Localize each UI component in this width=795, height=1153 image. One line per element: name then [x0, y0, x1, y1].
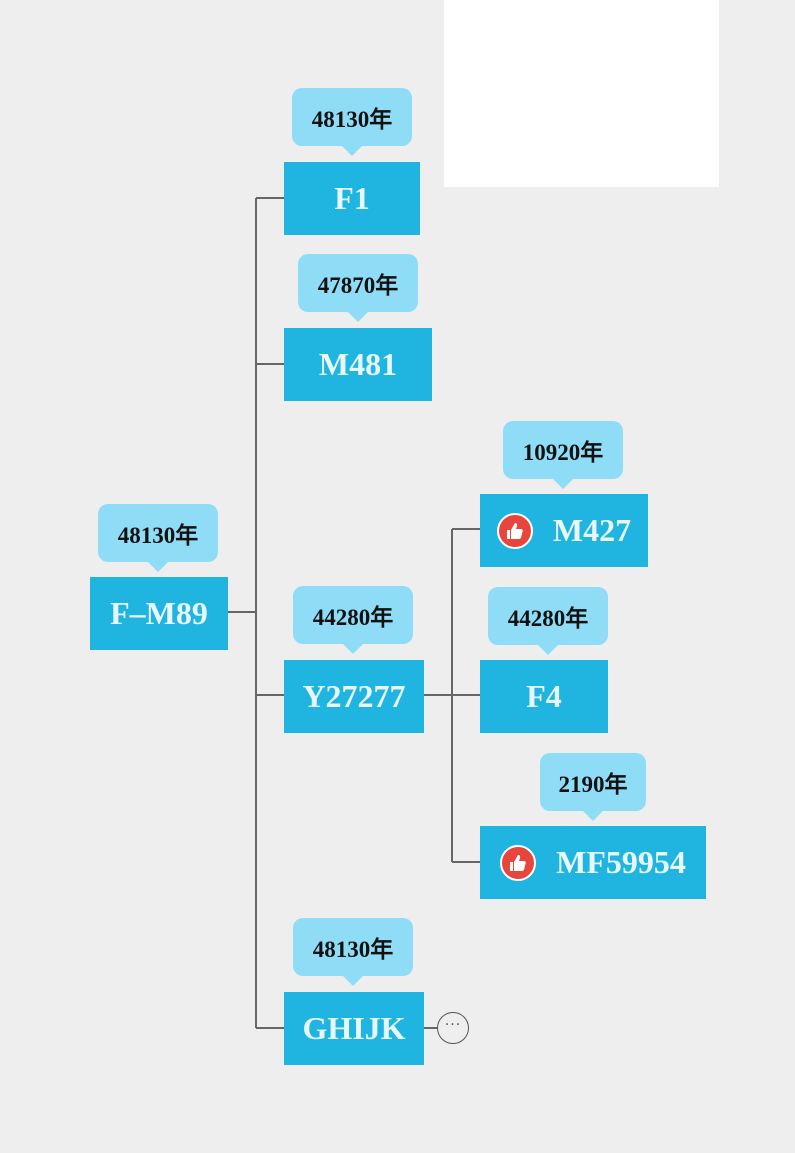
- m481-years: 47870年: [317, 273, 399, 298]
- ghijk-years: 48130年: [312, 937, 394, 962]
- more-icon[interactable]: ···: [437, 1012, 469, 1044]
- node-label: M481: [318, 346, 398, 382]
- node-mf59954[interactable]: MF59954: [480, 826, 706, 899]
- node-f1[interactable]: F1: [284, 162, 420, 235]
- thumbs-up-icon: [500, 844, 537, 881]
- f4-years-bubble: 44280年: [488, 587, 608, 655]
- node-label: MF59954: [556, 844, 686, 880]
- white-panel: [444, 0, 719, 187]
- node-m481[interactable]: M481: [284, 328, 432, 401]
- node-root[interactable]: F–M89: [90, 577, 228, 650]
- ghijk-years-bubble: 48130年: [293, 918, 413, 986]
- node-label: M427: [552, 512, 632, 548]
- node-m427[interactable]: M427: [480, 494, 648, 567]
- y27277-years-bubble: 44280年: [293, 586, 413, 654]
- mf59954-years: 2190年: [558, 772, 628, 797]
- node-label: Y27277: [302, 678, 406, 714]
- node-label: GHIJK: [302, 1010, 406, 1046]
- root-years-bubble: 48130年: [98, 504, 218, 572]
- node-label: F1: [334, 180, 370, 216]
- node-f4[interactable]: F4: [480, 660, 608, 733]
- node-label: F4: [526, 678, 562, 714]
- m427-years-bubble: 10920年: [503, 421, 623, 489]
- f1-years-bubble: 48130年: [292, 88, 412, 156]
- y27277-years: 44280年: [312, 605, 394, 630]
- f4-years: 44280年: [507, 606, 589, 631]
- node-label: F–M89: [110, 595, 208, 631]
- thumbs-up-icon: [496, 512, 533, 549]
- f1-years: 48130年: [311, 107, 393, 132]
- mf59954-years-bubble: 2190年: [540, 753, 646, 821]
- root-years: 48130年: [117, 523, 199, 548]
- node-y27277[interactable]: Y27277: [284, 660, 424, 733]
- node-ghijk[interactable]: GHIJK: [284, 992, 424, 1065]
- m481-years-bubble: 47870年: [298, 254, 418, 322]
- m427-years: 10920年: [522, 440, 604, 465]
